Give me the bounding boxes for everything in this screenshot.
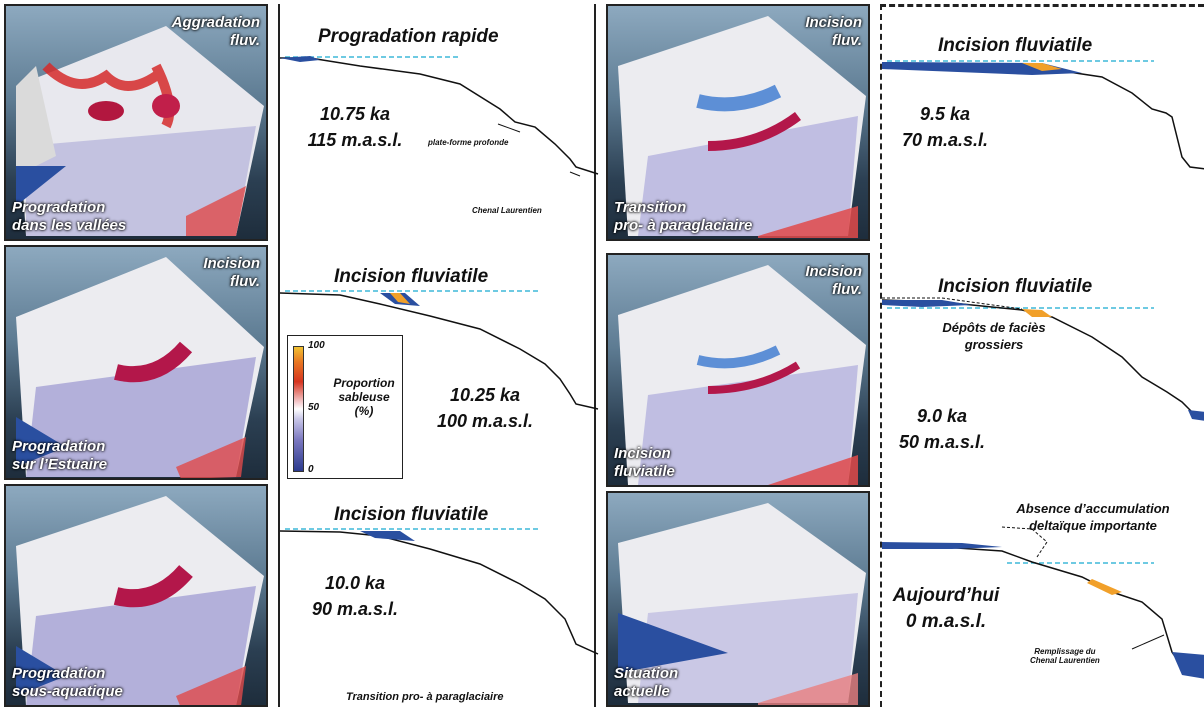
panel-top-label: Incision fluv. xyxy=(805,14,862,49)
map-panel-incision: Incision fluv. Incision fluviatile xyxy=(606,253,870,487)
legend-min: 0 xyxy=(308,464,314,475)
annotation-remplissage: Remplissage du Chenal Laurentien xyxy=(1030,647,1100,665)
map-panel-aggradation: Aggradation fluv. Progradation dans les … xyxy=(4,4,268,241)
panel-bottom-label: Transition pro- à paraglaciaire xyxy=(614,199,753,234)
profile-title: Incision fluviatile xyxy=(938,276,1093,297)
legend-title: Proportion sableuse (%) xyxy=(333,376,395,418)
sand-proportion-legend: 100 50 0 Proportion sableuse (%) xyxy=(287,335,403,479)
panel-top-label: Aggradation fluv. xyxy=(171,14,260,49)
map-panel-transition: Incision fluv. Transition pro- à paragla… xyxy=(606,4,870,241)
profile-title: Incision fluviatile xyxy=(334,266,489,287)
panel-bottom-label: Progradation sous-aquatique xyxy=(12,665,123,700)
terrain-render xyxy=(16,26,264,236)
annotation-plate-forme: plate-forme profonde xyxy=(428,138,509,147)
map-panel-sous-aquatique: Progradation sous-aquatique xyxy=(4,484,268,707)
profile-title: Progradation rapide xyxy=(318,26,499,47)
annotation-chenal: Chenal Laurentien xyxy=(472,206,542,215)
legend-max: 100 xyxy=(308,340,325,351)
profile-title: Incision fluviatile xyxy=(938,35,1093,56)
panel-bottom-label: Incision fluviatile xyxy=(614,445,675,480)
panel-bottom-label: Situation actuelle xyxy=(614,665,679,700)
panel-top-label: Incision fluv. xyxy=(203,255,260,290)
legend-mid: 50 xyxy=(308,402,320,413)
map-panel-estuaire: Incision fluv. Progradation sur l’Estuai… xyxy=(4,245,268,480)
profile-lines xyxy=(881,60,1204,679)
terrain-render xyxy=(16,496,264,705)
terrain-render xyxy=(618,16,866,238)
profile-lines xyxy=(279,56,599,655)
annotation-absence: Absence d’accumulation deltaïque importa… xyxy=(1016,501,1170,533)
panel-bottom-label: Progradation dans les vallées xyxy=(12,199,127,234)
panel-top-label: Incision fluv. xyxy=(805,263,862,298)
terrain-render xyxy=(618,503,866,705)
profile-footer: Transition pro- à paraglaciaire xyxy=(346,691,504,703)
map-panel-actuelle: Situation actuelle xyxy=(606,491,870,707)
terrain-render xyxy=(16,257,264,478)
profile-title: Incision fluviatile xyxy=(334,504,489,525)
panel-bottom-label: Progradation sur l’Estuaire xyxy=(12,438,108,473)
color-scale-bar xyxy=(293,346,304,472)
terrain-render xyxy=(618,265,866,485)
annotation-depots: Dépôts de faciès grossiers xyxy=(942,320,1046,352)
